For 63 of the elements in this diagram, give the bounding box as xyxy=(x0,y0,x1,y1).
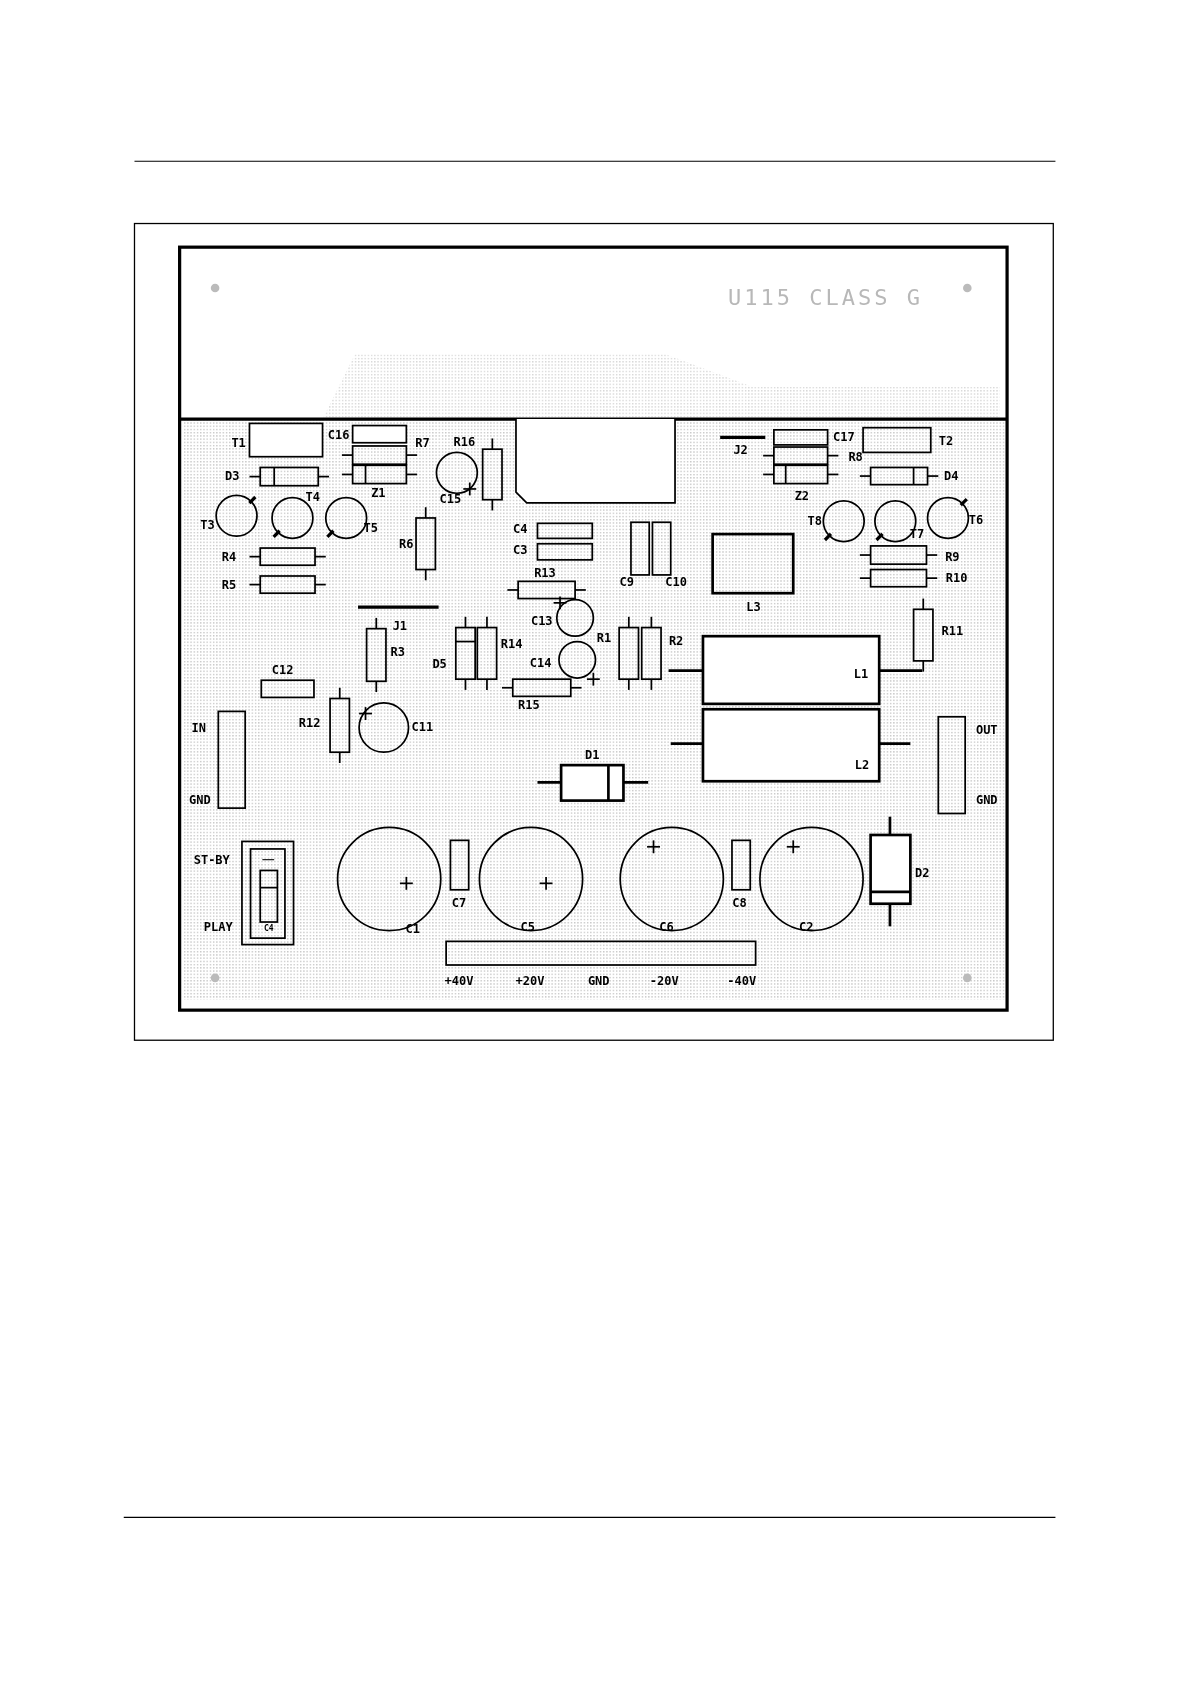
part-label: Z1 xyxy=(371,487,386,500)
part-label: GND xyxy=(189,793,211,806)
part-label: +40V xyxy=(444,975,474,988)
part-label: C13 xyxy=(530,615,553,628)
part-label: C12 xyxy=(271,663,294,676)
part-label: C3 xyxy=(513,544,528,557)
part-label: T4 xyxy=(305,490,320,503)
part-label: C10 xyxy=(665,575,687,588)
part-label: C16 xyxy=(327,429,350,442)
part-label: R6 xyxy=(399,537,414,550)
part-label: T8 xyxy=(807,515,822,528)
part-label: C4 xyxy=(263,924,274,933)
part-label: D1 xyxy=(585,748,600,761)
part-label: R5 xyxy=(221,578,237,591)
part-label: R7 xyxy=(415,436,430,449)
part-label: C9 xyxy=(619,575,634,588)
part-label: J1 xyxy=(392,619,408,632)
silkscreen-text: U115 CLASS G xyxy=(728,283,923,312)
part-label: T3 xyxy=(200,518,215,531)
part-label: T2 xyxy=(938,434,954,447)
part-label: C7 xyxy=(451,896,467,909)
part-label: L3 xyxy=(746,601,761,614)
part-label: C14 xyxy=(529,657,552,670)
part-label: +20V xyxy=(515,975,545,988)
part-label: J2 xyxy=(733,444,748,457)
part-label: R9 xyxy=(945,550,960,563)
part-label: C1 xyxy=(405,922,420,935)
part-label: D5 xyxy=(432,658,447,671)
part-label: T5 xyxy=(363,521,379,534)
part-label: R16 xyxy=(453,435,476,448)
part-label: PLAY xyxy=(203,920,233,933)
part-label: C11 xyxy=(411,720,434,733)
part-label: R1 xyxy=(596,632,612,645)
part-label: IN xyxy=(191,721,207,734)
part-label: L2 xyxy=(854,759,870,772)
part-label: D2 xyxy=(915,866,930,879)
part-label: R15 xyxy=(518,699,540,712)
part-label: R4 xyxy=(221,550,237,563)
part-label: C15 xyxy=(439,492,462,505)
part-label: R2 xyxy=(668,634,684,647)
part-label: C8 xyxy=(732,896,747,909)
part-label: T1 xyxy=(231,436,246,449)
part-label: R8 xyxy=(848,450,863,463)
part-label: C4 xyxy=(513,522,528,535)
part-label: GND xyxy=(587,975,610,988)
part-label: -40V xyxy=(727,975,757,988)
part-label: R12 xyxy=(298,717,321,730)
part-label: ST-BY xyxy=(193,853,230,866)
part-label: -20V xyxy=(649,975,679,988)
part-label: R14 xyxy=(500,637,523,650)
part-label: OUT xyxy=(975,723,998,736)
part-label: R13 xyxy=(534,566,556,579)
part-label: C17 xyxy=(832,431,855,444)
part-label: T6 xyxy=(968,514,984,527)
part-label: R3 xyxy=(390,646,405,659)
part-label: R10 xyxy=(945,572,968,585)
part-label: L1 xyxy=(853,667,869,680)
part-label: GND xyxy=(975,793,998,806)
part-label: T7 xyxy=(909,528,925,541)
part-label: Z2 xyxy=(794,489,810,502)
part-label: D3 xyxy=(224,470,240,483)
part-label: R11 xyxy=(941,624,964,637)
part-label: D4 xyxy=(944,470,959,483)
